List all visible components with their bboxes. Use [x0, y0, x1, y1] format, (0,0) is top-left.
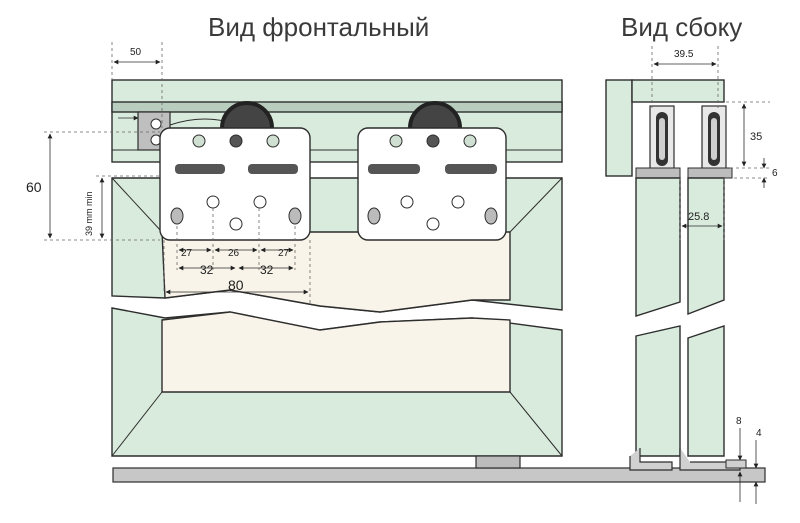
front-view-title: Вид фронтальный [208, 12, 430, 42]
floor-rail [112, 455, 766, 483]
dim-8: 8 [736, 416, 742, 427]
dim-50: 50 [130, 47, 142, 58]
dim-60: 60 [26, 179, 42, 195]
roller-carriage-right [357, 101, 507, 241]
dim-25-8: 25.8 [688, 211, 709, 223]
dim-35: 35 [750, 131, 762, 143]
front-dimensions: 50 60 39 mm min 27 26 27 [26, 42, 311, 306]
dim-6: 6 [772, 168, 778, 179]
dim-39-5: 39.5 [674, 49, 694, 60]
side-dimensions: 39.5 35 6 25.8 8 4 [651, 46, 778, 504]
dim-4: 4 [756, 428, 762, 439]
side-view [605, 79, 747, 471]
dim-32-left: 32 [200, 263, 214, 277]
door-lower [111, 307, 563, 457]
side-view-title: Вид сбоку [621, 12, 743, 42]
dim-26: 26 [228, 248, 240, 259]
dim-27-right: 27 [278, 248, 290, 259]
dim-32-right: 32 [260, 263, 274, 277]
dim-80: 80 [228, 277, 244, 293]
dim-39mm: 39 mm min [84, 191, 94, 236]
roller-carriage-left [159, 101, 311, 241]
dim-27-left: 27 [181, 248, 193, 259]
